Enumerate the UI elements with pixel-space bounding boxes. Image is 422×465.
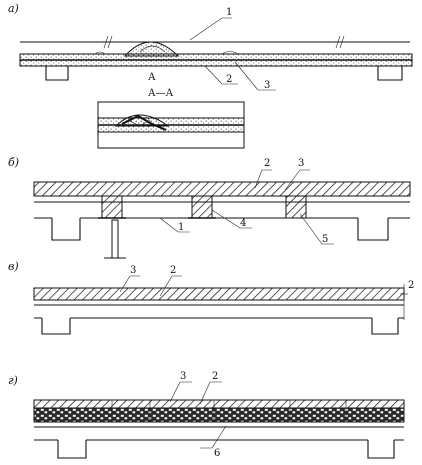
panel-b-rib-left — [51, 218, 81, 241]
panel-b-rib-right — [357, 218, 389, 241]
bump-2 — [221, 51, 239, 55]
callout-g-3: 3 — [180, 371, 186, 382]
panel-g-vents — [111, 400, 347, 422]
panel-b: б) 2 3 1 4 5 — [8, 156, 411, 259]
callout-b-3: 3 — [298, 158, 304, 169]
callout-g-6: 6 — [214, 448, 220, 459]
callout-a-3: 3 — [264, 80, 270, 91]
callout-a-1: 1 — [226, 7, 232, 18]
callout-b-1: 1 — [178, 222, 184, 233]
detail-cut-inner — [127, 119, 151, 127]
detail-label: А—А — [148, 88, 174, 99]
leader-b-5 — [299, 213, 334, 245]
blister — [123, 41, 180, 57]
leader-g-2 — [199, 381, 222, 405]
leader-b-2 — [254, 169, 272, 189]
panel-b-label: б) — [8, 156, 19, 169]
panel-a-rib-right — [377, 66, 403, 81]
repair-insert-2 — [191, 195, 213, 219]
repair-insert-3 — [285, 195, 307, 219]
detail-section: А—А — [97, 88, 245, 149]
panel-v-membrane-hatched — [33, 287, 405, 301]
panel-g-membrane-hatched — [33, 399, 405, 409]
detail-blister — [114, 114, 170, 127]
leader-a-1 — [189, 17, 232, 41]
detail-layer-bounds — [98, 117, 244, 133]
break-mark-left — [103, 35, 113, 49]
callout-v-3: 3 — [130, 265, 136, 276]
panel-g-label: г) — [8, 374, 18, 387]
bump-1 — [94, 51, 106, 55]
callout-b-2: 2 — [264, 158, 270, 169]
panel-v-rib-left — [41, 318, 71, 335]
support-post — [111, 219, 119, 259]
callout-b-5: 5 — [322, 234, 328, 245]
panel-v: в) 3 2 2 — [8, 260, 414, 335]
leader-a-2 — [204, 65, 238, 85]
callout-a-2: 2 — [226, 74, 232, 85]
section-mark-a: А — [148, 72, 156, 83]
panel-g-insulation-layer — [33, 407, 405, 423]
leader-g-6 — [200, 425, 227, 449]
panel-v-label: в) — [8, 260, 19, 273]
blister-inner-line — [139, 45, 166, 53]
panel-v-rib-right — [371, 318, 399, 335]
panel-b-membrane-hatched — [33, 181, 411, 197]
callout-g-2: 2 — [212, 371, 218, 382]
callout-v-2-right: 2 — [408, 280, 414, 291]
panel-g-rib-left — [57, 440, 87, 459]
leader-v-3 — [119, 275, 140, 293]
detail-cut-flap — [121, 114, 167, 131]
panel-a: а) 1 2 3 А — [8, 2, 413, 91]
panel-a-rib-left — [45, 66, 69, 81]
break-mark-right — [335, 35, 345, 49]
callout-v-2: 2 — [170, 265, 176, 276]
leader-v-2 — [159, 275, 182, 297]
panel-a-label: а) — [8, 2, 19, 15]
leader-g-3 — [169, 381, 192, 403]
callout-b-4: 4 — [240, 218, 246, 229]
leader-b-4 — [211, 209, 252, 229]
leader-b-1 — [159, 217, 190, 233]
leader-a-3 — [234, 61, 276, 91]
repair-insert-1 — [101, 195, 123, 219]
leader-b-3 — [284, 169, 310, 191]
panel-g-rib-right — [367, 440, 395, 459]
panel-g: г) 3 2 6 — [8, 371, 405, 459]
